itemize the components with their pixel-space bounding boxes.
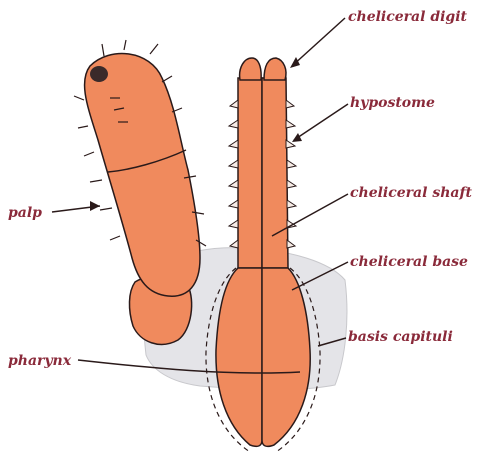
label-cheliceral-digit: cheliceral digit xyxy=(348,10,467,24)
leader-cheliceral-digit xyxy=(292,18,345,66)
chelicerae-shaft xyxy=(229,78,296,268)
palp xyxy=(74,40,206,344)
label-hypostome: hypostome xyxy=(350,96,435,110)
label-cheliceral-shaft: cheliceral shaft xyxy=(350,186,472,200)
label-pharynx: pharynx xyxy=(8,354,71,368)
palp-tip-organ xyxy=(90,66,108,82)
label-basis-capituli: basis capituli xyxy=(348,330,453,344)
label-cheliceral-base: cheliceral base xyxy=(350,255,468,269)
cheliceral-digits xyxy=(240,58,286,80)
leader-hypostome xyxy=(294,104,348,140)
label-palp: palp xyxy=(8,206,42,220)
